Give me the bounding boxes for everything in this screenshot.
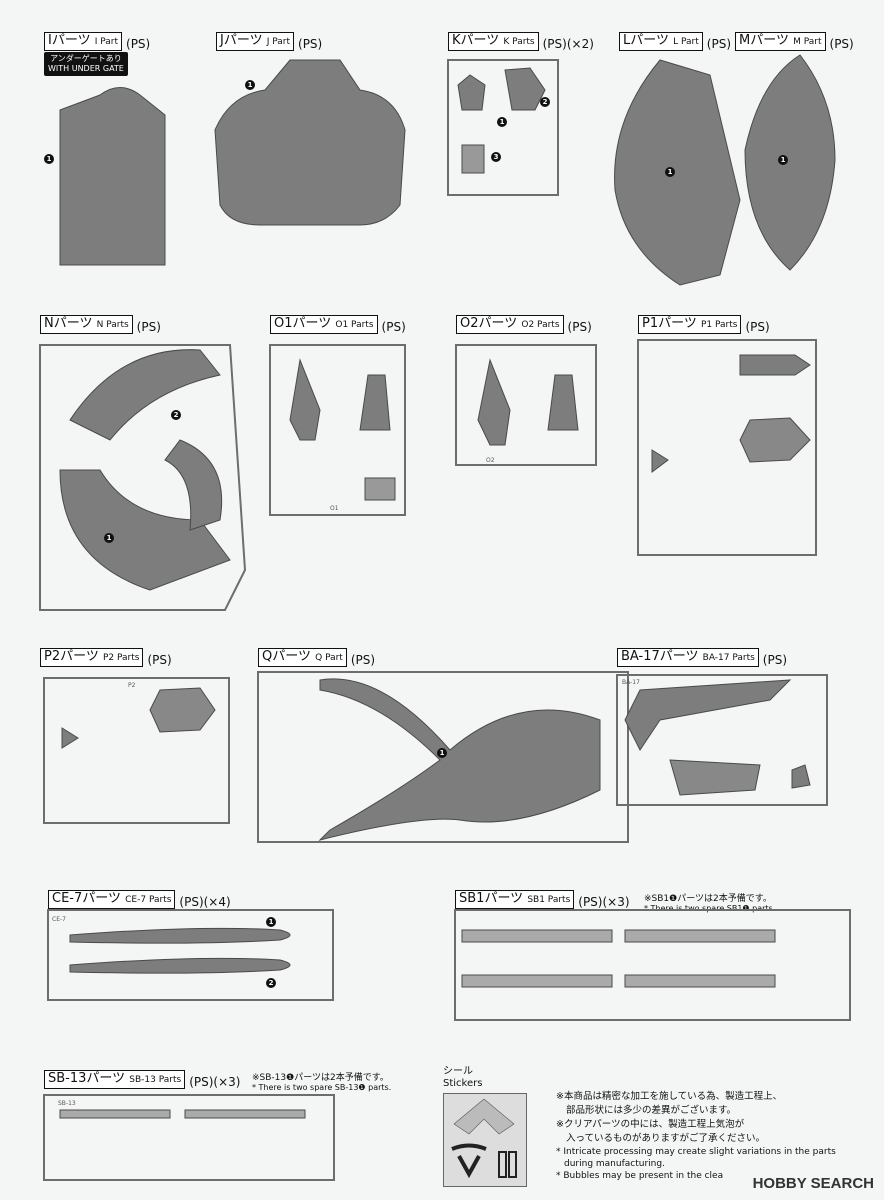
o2-runner-label: O2 [486,457,495,464]
l-part-shape [614,59,741,286]
sb13-runner-label: SB-13 [58,1100,76,1107]
header-k-parts: Kパーツ K Parts (PS)(×2) [448,32,594,51]
part-number-2: 2 [266,978,276,988]
part-number-1: 1 [778,155,788,165]
ba17-part-6 [791,764,811,789]
n-part-arc-left [59,469,231,591]
sb1-part-b [624,929,776,943]
part-number-1: 1 [44,154,54,164]
p1-part-11 [739,417,811,463]
part-number-1: 1 [104,533,114,543]
k-part-1 [457,74,486,111]
header-q-part: Qパーツ Q Part (PS) [258,648,375,667]
part-number-2: 2 [171,410,181,420]
sb13-part-b [184,1109,306,1119]
part-number-1: 1 [437,748,447,758]
sb1-part-d [624,974,776,988]
sb13-part-a [59,1109,171,1119]
header-i-part: Iパーツ I Part (PS) [44,32,150,51]
o1-part-2 [359,374,391,431]
sb1-part-a [461,929,613,943]
m-part-shape [744,54,836,271]
header-j-part: Jパーツ J Part (PS) [216,32,322,51]
ce7-runner-label: CE-7 [52,916,66,923]
ba17-part-1 [624,679,792,751]
n-part-arc-right [164,439,223,531]
p1-part-8 [651,449,669,473]
header-n-parts: Nパーツ N Parts (PS) [40,315,161,334]
j-part-shape [214,59,406,226]
header-m-part: Mパーツ M Part (PS) [735,32,854,51]
ba17-runner-label: BA-17 [622,679,640,686]
o2-part-2 [547,374,579,431]
header-l-part: Lパーツ L Part (PS) [619,32,731,51]
part-number-1: 1 [497,117,507,127]
sb1-part-c [461,974,613,988]
o2-part-1 [477,358,511,446]
stickers-heading: シール Stickers [443,1066,483,1089]
n-part-arc-top [69,349,221,441]
header-o1-parts: O1パーツ O1 Parts (PS) [270,315,406,334]
sb1-spare-note: ※SB1❶パーツは2本予備です。 * There is two spare SB… [644,894,776,913]
part-number-1: 1 [245,80,255,90]
header-sb1-parts: SB1パーツ SB1 Parts (PS)(×3) [455,890,630,909]
ce7-part-1 [69,927,291,944]
header-ba17-parts: BA-17パーツ BA-17 Parts (PS) [617,648,787,667]
o1-part-1 [289,358,321,441]
sticker-sheet-image [443,1093,527,1187]
notice-text: ※本商品は精密な加工を施している為、製造工程上、 部品形状には多少の差異がござい… [556,1091,836,1181]
part-number-3: 3 [491,152,501,162]
sb13-spare-note: ※SB-13❶パーツは2本予備です。 * There is two spare … [252,1073,392,1092]
ba17-part-3 [669,759,761,796]
header-ce7-parts: CE-7パーツ CE-7 Parts (PS)(×4) [48,890,231,909]
part-number-1: 1 [266,917,276,927]
part-number-1: 1 [665,167,675,177]
p2-part-9 [61,727,79,749]
i-part-shape [59,87,166,266]
part-number-2: 2 [540,97,550,107]
p1-part-7 [739,354,811,376]
header-p1-parts: P1パーツ P1 Parts (PS) [638,315,770,334]
q-part-shape [318,678,601,841]
ce7-part-2 [69,957,291,974]
o1-runner-label: O1 [330,505,339,512]
header-sb13-parts: SB-13パーツ SB-13 Parts (PS)(×3) [44,1070,240,1089]
header-p2-parts: P2パーツ P2 Parts (PS) [40,648,172,667]
header-o2-parts: O2パーツ O2 Parts (PS) [456,315,592,334]
n-runner [39,344,247,611]
k-part-2 [504,67,546,111]
watermark-logo: HOBBY SEARCH [752,1175,874,1192]
p2-runner-label: P2 [128,682,136,689]
p2-part-11 [149,687,216,733]
